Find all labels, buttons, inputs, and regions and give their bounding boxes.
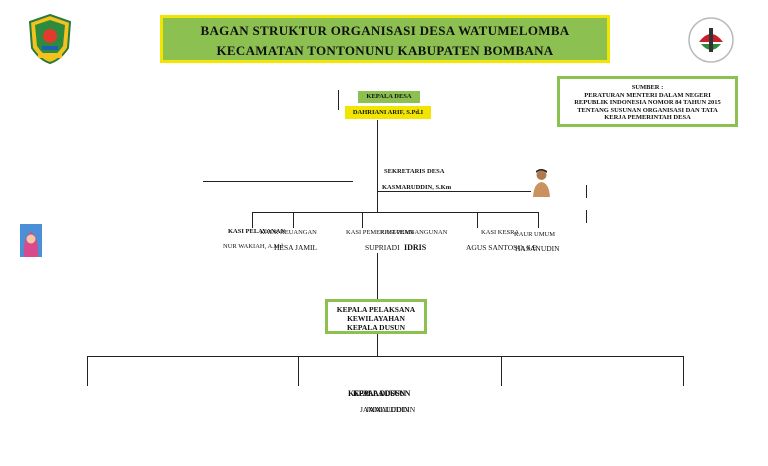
kepala-pelaksana-line-1: KEPALA PELAKSANA	[336, 305, 416, 314]
connector-dusun-drop-4	[683, 356, 684, 386]
connector-drop-3	[362, 212, 363, 228]
connector-to-dusun-bus	[377, 334, 378, 356]
kemendagri-logo	[686, 16, 736, 64]
source-line-4: TENTANG SUSUNAN ORGANISASI DAN TATA	[577, 106, 718, 114]
kepala-pelaksana-line-3: KEPALA DUSUN	[347, 323, 405, 332]
connector-dusun-bus	[87, 356, 684, 357]
supriadi-name: SUPRIADI	[365, 243, 400, 252]
hesa-jamil-name: HESA JAMIL	[274, 243, 318, 252]
idris-name: IDRIS	[404, 243, 427, 252]
agus-santoso-name: AGUS SANTOSO, S.E	[466, 243, 538, 252]
connector-drop-1	[252, 212, 253, 228]
connector-drop-5	[538, 212, 539, 228]
bombana-logo	[28, 13, 72, 65]
title-line-1: BAGAN STRUKTUR ORGANISASI DESA WATUMELOM…	[200, 23, 570, 38]
sekretaris-label: SEKRETARIS DESA	[384, 168, 445, 175]
connector-dusun-drop-2	[298, 356, 299, 386]
kasi-pelayanan-label: KASI PELAYANAN	[228, 228, 286, 235]
connector-right-tick-2	[586, 210, 587, 223]
kasi-kesra-label: KASI KESRA	[481, 229, 520, 236]
nur-wakiah-photo	[20, 224, 42, 257]
kepala-pelaksana-line-2: KEWILAYAHAN	[347, 314, 405, 323]
nur-wakiah-name: NUR WAKIAH, A.Md	[223, 243, 283, 250]
connector-to-kepala-pelaksana	[377, 253, 378, 299]
jamaluddin-name-overlap: JAMALUDDIN	[366, 405, 416, 414]
kepala-dusun-label-overlap: KEPALA DUSUN	[353, 389, 411, 398]
kasi-pemerintahan-label: KASI PEMERINTAHAN	[346, 229, 414, 236]
connector-drop-4	[477, 212, 478, 228]
jamaluddin-name: JAMALUDDIN	[360, 405, 410, 414]
kasi-pembangunan-label: KASI PEMBANGUNAN	[380, 229, 448, 236]
connector-dusun-drop-3	[501, 356, 502, 386]
source-line-5: KERJA PEMERINTAH DESA	[604, 114, 691, 122]
kepala-dusun-label: KEPALA DUSUN	[348, 389, 406, 398]
kaur-umum-label: KAUR UMUM	[514, 231, 555, 238]
kepala-desa-name: DAHRIANI ARIF, S.Pd.I	[345, 106, 431, 119]
connector-main-vertical	[377, 120, 378, 213]
connector-kd-left	[338, 90, 339, 110]
kepala-desa-label: KEPALA DESA	[358, 91, 420, 103]
kaur-keuangan-label: KAUR KEUANGAN	[260, 229, 317, 236]
sekretaris-photo	[531, 167, 552, 197]
source-line-3: REPUBLIK INDONESIA NOMOR 84 TAHUN 2015	[574, 99, 721, 107]
source-box: SUMBER : PERATURAN MENTERI DALAM NEGERI …	[557, 76, 738, 127]
kepala-pelaksana-box: KEPALA PELAKSANA KEWILAYAHAN KEPALA DUSU…	[325, 299, 427, 334]
connector-drop-2	[293, 212, 294, 228]
connector-sekretaris	[377, 191, 552, 192]
source-line-2: PERATURAN MENTERI DALAM NEGERI	[584, 91, 711, 99]
title-banner: BAGAN STRUKTUR ORGANISASI DESA WATUMELOM…	[160, 15, 610, 63]
sekretaris-name: KASMARUDDIN, S.Km	[382, 184, 452, 191]
source-line-1: SUMBER :	[631, 84, 664, 91]
connector-left-stub	[203, 181, 353, 182]
connector-dusun-drop-1	[87, 356, 88, 386]
connector-right-tick-1	[586, 185, 587, 198]
connector-staff-bus	[252, 212, 539, 213]
title-line-2: KECAMATAN TONTONUNU KABUPATEN BOMBANA	[216, 43, 554, 58]
hasanudin-name: HASANUDIN	[515, 244, 560, 253]
